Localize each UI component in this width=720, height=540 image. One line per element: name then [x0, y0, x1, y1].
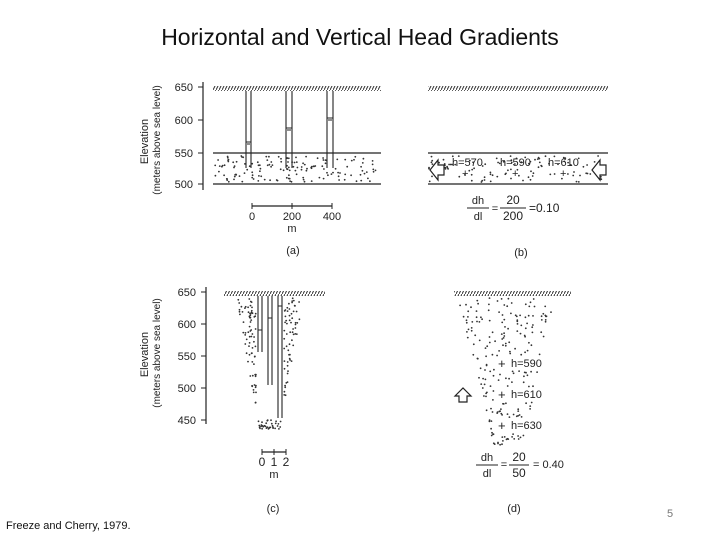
- panel-d-head-label: h=590: [511, 358, 542, 370]
- panel-d-gradient-formula: dh dl = 20 50 = 0.40: [476, 450, 564, 480]
- panel-b: h=570 h=590 h=610 + + + dh dl = 20 200 =…: [428, 86, 608, 259]
- svg-text:+: +: [512, 168, 518, 180]
- svg-text:=0.10: =0.10: [529, 201, 560, 215]
- panel-a-ytick: 600: [175, 115, 193, 127]
- svg-text:dl: dl: [474, 211, 483, 223]
- citation: Freeze and Cherry, 1979.: [6, 520, 131, 532]
- panel-c-ylabel: Elevation (meters above sea level): [139, 298, 163, 408]
- panel-c-scale-tick: 0: [259, 455, 266, 469]
- svg-text:+: +: [498, 356, 506, 371]
- svg-text:dh: dh: [472, 195, 484, 207]
- panel-b-caption: (b): [514, 247, 527, 259]
- page-number: 5: [667, 508, 674, 520]
- panel-b-aquifer-stipple: [428, 155, 603, 183]
- panel-c: Elevation (meters above sea level) 650 6…: [139, 287, 325, 515]
- panel-c-piezometers: [257, 296, 283, 418]
- panel-c-water-levels: [258, 305, 282, 331]
- panel-a-piezometers: [245, 91, 334, 168]
- panel-a-caption: (a): [286, 245, 299, 257]
- svg-text:20: 20: [512, 450, 526, 464]
- svg-text:50: 50: [512, 466, 526, 480]
- svg-text:dh: dh: [481, 452, 493, 464]
- panel-a-water-levels: [246, 117, 333, 145]
- panel-d-recharge-stipple: [459, 297, 552, 446]
- panel-c-scale-unit: m: [269, 469, 278, 481]
- svg-text:+: +: [462, 168, 468, 180]
- panel-a-scale-unit: m: [287, 223, 296, 235]
- panel-a-scale-tick: 400: [323, 211, 341, 223]
- panel-d-head-label: h=610: [511, 389, 542, 401]
- panel-d: + h=590 + h=610 + h=630 dh dl = 20 50 = …: [453, 291, 571, 515]
- svg-text:=: =: [492, 203, 498, 215]
- panel-a-ytick: 500: [175, 179, 193, 191]
- panel-c-scale-tick: 1: [271, 455, 278, 469]
- panel-a-ytick: 650: [175, 82, 193, 94]
- panel-c-ytick: 600: [178, 319, 196, 331]
- svg-text:= 0.40: = 0.40: [533, 459, 564, 471]
- panel-b-ground-surface: [428, 86, 608, 91]
- panel-b-flow-arrow-left: [429, 158, 445, 182]
- panel-b-head-label: h=590: [500, 157, 531, 169]
- svg-text:20: 20: [506, 193, 520, 207]
- slide-title: Horizontal and Vertical Head Gradients: [161, 24, 559, 50]
- svg-text:+: +: [498, 418, 506, 433]
- panel-b-flow-arrow-right: [591, 158, 607, 182]
- svg-text:=: =: [501, 459, 507, 471]
- svg-text:+: +: [560, 168, 566, 180]
- panel-c-ground-surface: [224, 291, 325, 296]
- panel-c-ytick: 650: [178, 287, 196, 299]
- panel-c-scale-tick: 2: [283, 455, 290, 469]
- svg-text:200: 200: [503, 209, 523, 223]
- panel-a: Elevation (meters above sea level) 650 6…: [139, 82, 381, 257]
- panel-b-head-label: h=610: [548, 157, 579, 169]
- panel-c-caption: (c): [267, 503, 280, 515]
- panel-a-aquifer-stipple: [214, 155, 377, 183]
- panel-b-gradient-formula: dh dl = 20 200 =0.10: [467, 193, 560, 223]
- panel-a-ytick: 550: [175, 148, 193, 160]
- panel-d-flow-arrow: [453, 387, 473, 403]
- panel-c-ytick: 450: [178, 415, 196, 427]
- svg-text:+: +: [498, 387, 506, 402]
- panel-d-head-label: h=630: [511, 420, 542, 432]
- panel-a-ylabel: Elevation (meters above sea level): [139, 85, 163, 195]
- panel-c-ytick: 550: [178, 351, 196, 363]
- panel-c-recharge-stipple: [237, 297, 301, 430]
- panel-b-head-label: h=570: [452, 157, 483, 169]
- panel-d-caption: (d): [507, 503, 520, 515]
- panel-c-ytick: 500: [178, 383, 196, 395]
- panel-a-ground-surface: [213, 86, 381, 91]
- panel-a-scale-tick: 0: [249, 211, 255, 223]
- panel-a-scale-tick: 200: [283, 211, 301, 223]
- svg-text:dl: dl: [483, 468, 492, 480]
- panel-d-ground-surface: [454, 291, 571, 296]
